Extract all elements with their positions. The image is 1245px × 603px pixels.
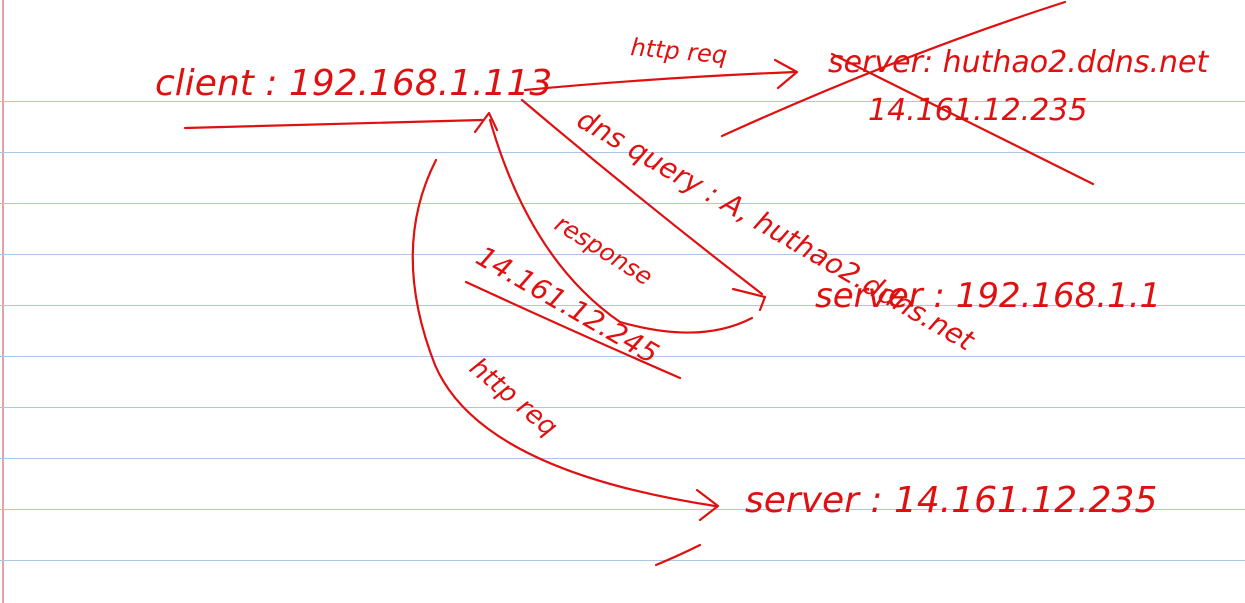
ruled-line (0, 152, 1245, 153)
http-req-arrow-head (695, 488, 720, 522)
crossed-server-name: server: huthao2.ddns.net (828, 45, 1210, 80)
strike-line-1 (830, 52, 1095, 186)
dns-query-label: dns query : A, huthao2.ddns.net (572, 102, 981, 357)
http-req-arrow (411, 158, 717, 508)
response-label: response (550, 209, 658, 291)
ruled-line (0, 560, 1245, 561)
client-arrow-head (473, 111, 499, 134)
ruled-line (0, 509, 1245, 510)
ruled-line (0, 305, 1245, 306)
client-label: client : 192.168.1.113 (155, 63, 552, 104)
ruled-line (0, 203, 1245, 204)
ruled-line (0, 458, 1245, 459)
margin-line (2, 0, 4, 603)
http-server-label: server : 14.161.12.235 (745, 480, 1157, 521)
client-underline (183, 118, 484, 130)
response-arrow (488, 118, 754, 334)
dns-server-label: server : 192.168.1.1 (815, 276, 1161, 316)
ruled-line (0, 407, 1245, 408)
dns-query-arrow (520, 98, 764, 296)
http-req-label: http req (464, 352, 564, 442)
dns-query-arrow-head (731, 287, 767, 312)
crossed-server-ip: 14.161.12.235 (868, 93, 1087, 128)
response-ip-underline (464, 280, 682, 380)
strike-line-2 (720, 0, 1067, 138)
crossed-arrow-line (523, 70, 797, 92)
ruled-line (0, 356, 1245, 357)
ruled-line (0, 254, 1245, 255)
crossed-arrow-head (773, 58, 799, 90)
ruled-line (0, 101, 1245, 102)
crossed-http-req-label: http req (629, 33, 728, 69)
stray-mark (654, 543, 702, 567)
